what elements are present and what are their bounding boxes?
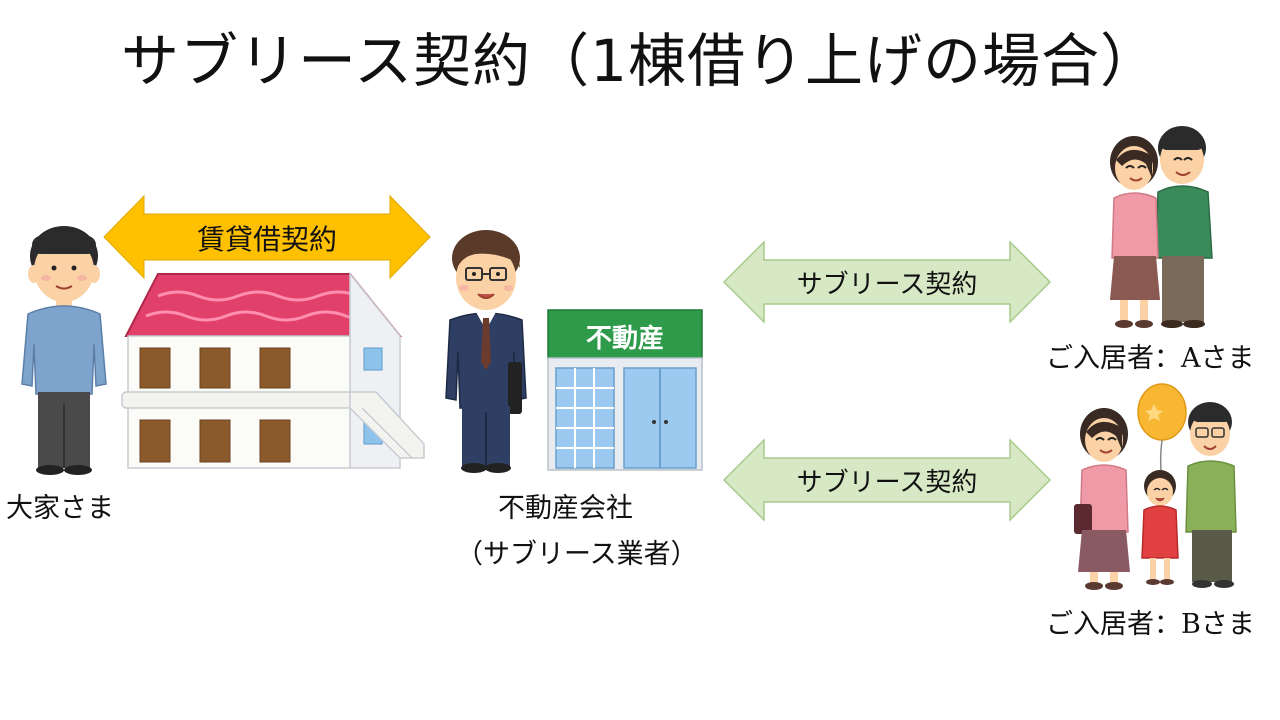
sublease-arrow-a-label: サブリース契約 xyxy=(796,270,978,300)
lease-arrow-label: 賃貸借契約 xyxy=(196,223,337,256)
company-sublabel: （サブリース業者） xyxy=(456,539,698,570)
owner-figure xyxy=(21,226,107,475)
tenant-b-family xyxy=(1074,383,1237,590)
page-title: サブリース契約（1棟借り上げの場合） xyxy=(120,27,1159,95)
sublease-arrow-b xyxy=(722,438,1052,522)
lease-arrow xyxy=(103,194,431,280)
shop-sign: 不動産 xyxy=(585,324,664,354)
company-label: 不動産会社 xyxy=(498,493,633,524)
sublease-arrow-b-label: サブリース契約 xyxy=(796,468,978,498)
tenant-a-label: ご入居者：Aさま xyxy=(1046,343,1255,374)
tenant-a-couple xyxy=(1110,126,1213,328)
apartment-building xyxy=(121,271,425,469)
tenant-b-label: ご入居者：Bさま xyxy=(1046,609,1255,640)
sublease-arrow-a xyxy=(722,240,1052,324)
company-staff-figure xyxy=(445,230,527,473)
owner-label: 大家さま xyxy=(6,493,114,524)
real-estate-shop xyxy=(547,309,703,471)
